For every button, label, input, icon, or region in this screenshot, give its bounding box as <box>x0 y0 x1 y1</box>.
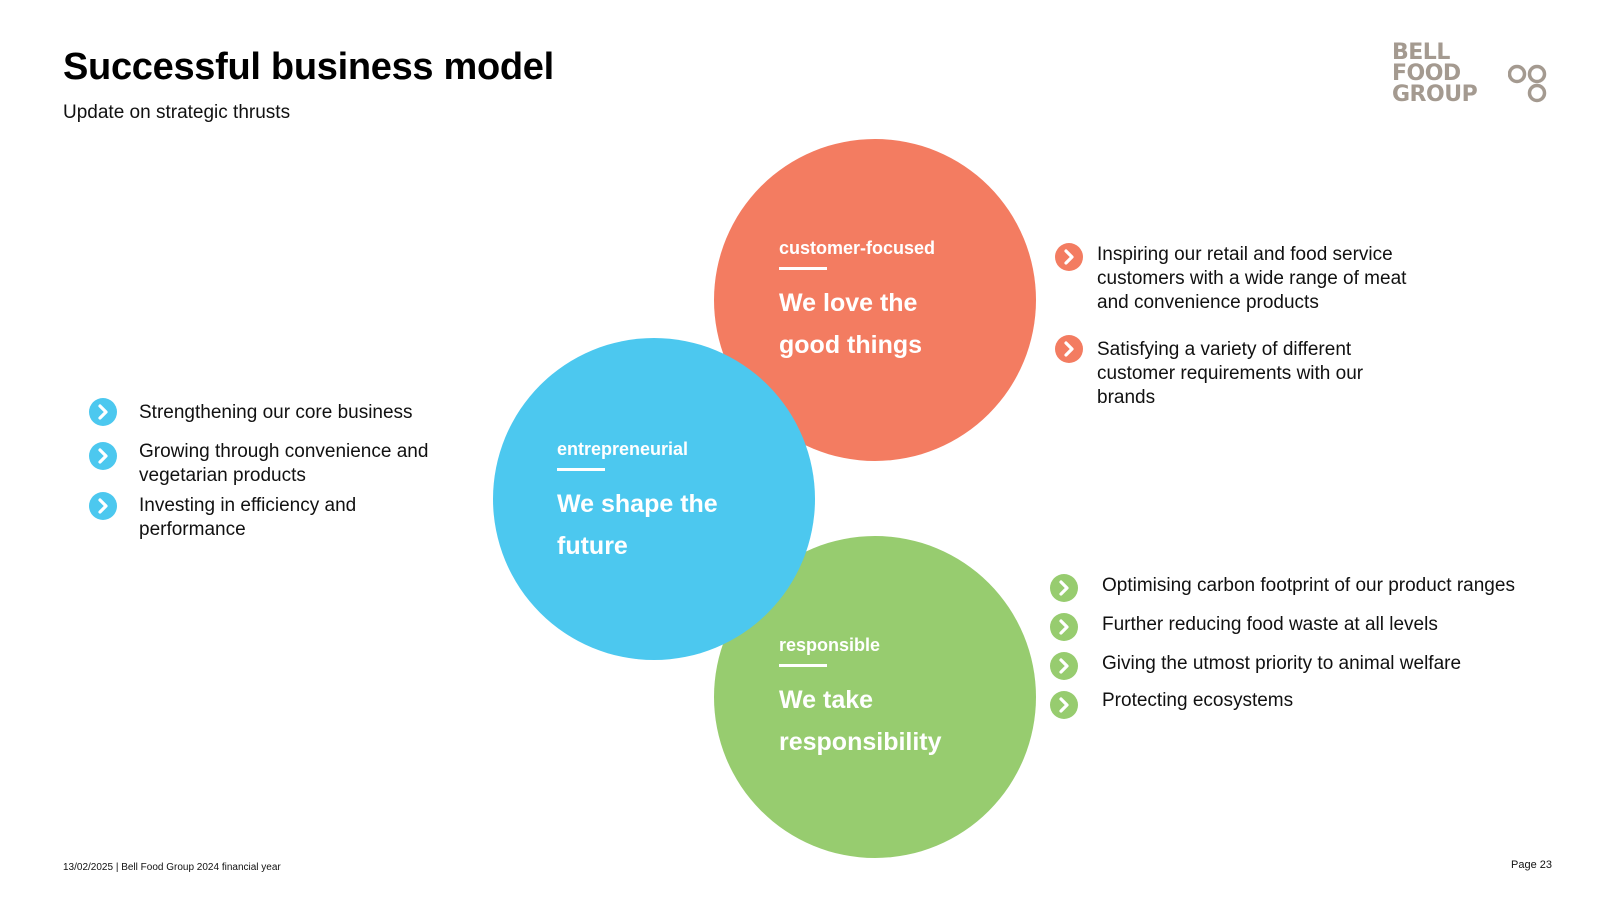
circle-label: customer-focused <box>779 238 936 258</box>
list-item: Strengthening our core business <box>89 398 469 426</box>
chevron-right-icon <box>89 492 117 520</box>
bullet-text: and convenience products <box>1097 292 1319 313</box>
list-item: Further reducing food waste at all level… <box>1050 613 1570 641</box>
list-item: Protecting ecosystems <box>1050 689 1570 719</box>
bullet-text: customer requirements with our <box>1097 363 1364 384</box>
bullet-text: vegetarian products <box>139 465 306 486</box>
chevron-right-icon <box>1050 613 1078 641</box>
list-item: Inspiring our retail and food service cu… <box>1055 243 1475 315</box>
list-item: Optimising carbon footprint of our produ… <box>1050 574 1570 602</box>
bullet-text: Giving the utmost priority to animal wel… <box>1102 653 1462 674</box>
circle-motto-line: responsibility <box>779 728 942 756</box>
bullet-text: Growing through convenience and <box>139 441 429 462</box>
bullet-text: Investing in efficiency and <box>139 495 357 516</box>
logo-line: BELL <box>1392 40 1450 65</box>
chevron-right-icon <box>1055 335 1083 363</box>
circle-motto-line: We take <box>779 686 874 714</box>
circle-motto-line: good things <box>779 331 923 359</box>
circle-label: entrepreneurial <box>557 439 689 459</box>
chevron-right-icon <box>1055 243 1083 271</box>
bullet-text: customers with a wide range of meat <box>1097 268 1407 289</box>
circle-motto-line: We love the <box>779 289 918 317</box>
bullet-text: Satisfying a variety of different <box>1097 339 1352 360</box>
bullet-text: Further reducing food waste at all level… <box>1102 614 1438 635</box>
bullet-text: Inspiring our retail and food service <box>1097 244 1393 265</box>
chevron-right-icon <box>89 442 117 470</box>
circle-motto-line: We shape the <box>557 490 718 518</box>
circle-label: responsible <box>779 635 881 655</box>
chevron-right-icon <box>1050 652 1078 680</box>
chevron-right-icon <box>1050 691 1078 719</box>
entrepreneurial-text: entrepreneurial We shape the future <box>557 439 718 567</box>
bullet-text: Optimising carbon footprint of our produ… <box>1102 575 1515 596</box>
bullet-text: brands <box>1097 387 1156 408</box>
list-item: Satisfying a variety of different custom… <box>1055 335 1475 410</box>
responsible-text: responsible We take responsibility <box>779 635 942 763</box>
chevron-right-icon <box>1050 574 1078 602</box>
label-underline <box>779 664 827 667</box>
logo-rings-icon <box>1508 64 1547 103</box>
list-item: Growing through convenience and vegetari… <box>89 440 469 488</box>
page-number: Page 23 <box>1511 859 1552 871</box>
entrepreneurial-circle <box>493 338 815 660</box>
bullet-text: Protecting ecosystems <box>1102 690 1294 711</box>
circle-motto-line: future <box>557 532 628 560</box>
logo-line: FOOD <box>1392 61 1461 86</box>
customer-focused-text: customer-focused We love the good things <box>779 238 935 366</box>
label-underline <box>779 267 827 270</box>
list-item: Investing in efficiency and performance <box>89 492 469 542</box>
company-logo: BELL FOOD GROUP <box>1392 42 1562 106</box>
footer-date-source: 13/02/2025 | Bell Food Group 2024 financ… <box>63 862 281 873</box>
chevron-right-icon <box>89 398 117 426</box>
bullet-text: performance <box>139 519 246 540</box>
list-item: Giving the utmost priority to animal wel… <box>1050 652 1570 680</box>
page-subtitle: Update on strategic thrusts <box>63 102 291 123</box>
logo-wordmark: BELL FOOD GROUP <box>1392 40 1478 107</box>
bullet-text: Strengthening our core business <box>139 402 413 423</box>
page-title: Successful business model <box>63 46 554 88</box>
logo-line: GROUP <box>1392 82 1478 107</box>
label-underline <box>557 468 605 471</box>
